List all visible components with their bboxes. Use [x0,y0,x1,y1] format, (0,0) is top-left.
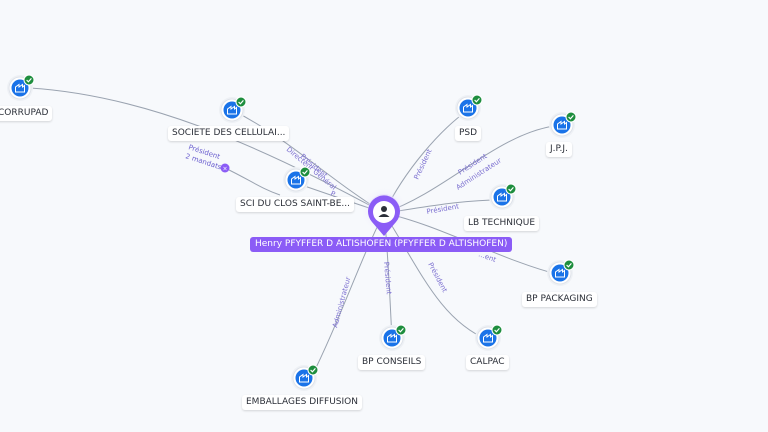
edge-side-note [224,167,281,196]
relation-label-bpconseils: Président [382,261,393,294]
company-building-icon [223,101,241,119]
person-icon [378,206,390,217]
edge-jpj [383,124,563,214]
company-building-icon [459,99,477,117]
company-label-calpac[interactable]: CALPAC [466,355,509,370]
verified-check-icon [235,96,247,108]
company-node-calpac[interactable] [475,324,503,351]
verified-check-icon [307,364,319,376]
company-building-icon [493,188,511,206]
company-label-sci[interactable]: SCI DU CLOS SAINT-BE... [236,197,354,212]
company-node-bpconseils[interactable] [379,324,407,351]
company-node-corrupad[interactable] [7,74,35,101]
company-building-icon [287,171,305,189]
company-building-icon [551,264,569,282]
verified-check-icon [565,111,577,123]
company-node-societe[interactable] [219,96,247,123]
company-building-icon [295,369,313,387]
verified-check-icon [395,324,407,336]
company-node-sci[interactable] [283,166,311,193]
relation-label-emballages: Administrateur [331,276,352,329]
company-label-corrupad[interactable]: CORRUPAD [0,106,53,121]
center-person-label[interactable]: Henry PFYFFER D ALTISHOFEN (PFYFFER D AL… [250,237,513,252]
company-node-lbtech[interactable] [489,183,517,210]
relation-label-lbtech: Président [426,202,460,216]
company-label-psd[interactable]: PSD [455,126,482,141]
company-label-lbtech[interactable]: LB TECHNIQUE [464,216,540,231]
company-node-bppack[interactable] [547,259,575,286]
verified-check-icon [23,74,35,86]
company-building-icon [553,116,571,134]
company-building-icon [479,329,497,347]
company-label-emballages[interactable]: EMBALLAGES DIFFUSION [242,395,362,410]
relation-label-sci: P... [329,190,341,201]
relation-label-calpac: Président [426,261,449,294]
verified-check-icon [491,324,503,336]
relation-label-psd: Président [413,148,434,181]
edges [29,87,563,381]
edge-corrupad [29,87,385,214]
edge-emballages [309,212,385,381]
verified-check-icon [563,259,575,271]
company-building-icon [11,79,29,97]
company-label-societe[interactable]: SOCIETE DES CELLULAI... [168,126,290,141]
company-node-jpj[interactable] [549,111,577,138]
edge-calpac [383,212,489,341]
company-node-emballages[interactable] [291,364,319,391]
company-label-jpj[interactable]: J.P.J. [546,142,572,157]
company-building-icon [383,329,401,347]
mandates-note-dot[interactable] [220,163,230,173]
svg-text:×: × [222,166,227,173]
verified-check-icon [471,94,483,106]
company-node-psd[interactable] [455,94,483,121]
verified-check-icon [299,166,311,178]
company-label-bppack[interactable]: BP PACKAGING [522,292,597,307]
mandates-note[interactable]: Président 2 mandats × [184,143,230,173]
company-label-bpconseils[interactable]: BP CONSEILS [358,355,426,370]
verified-check-icon [505,183,517,195]
center-person-node[interactable] [362,188,406,236]
